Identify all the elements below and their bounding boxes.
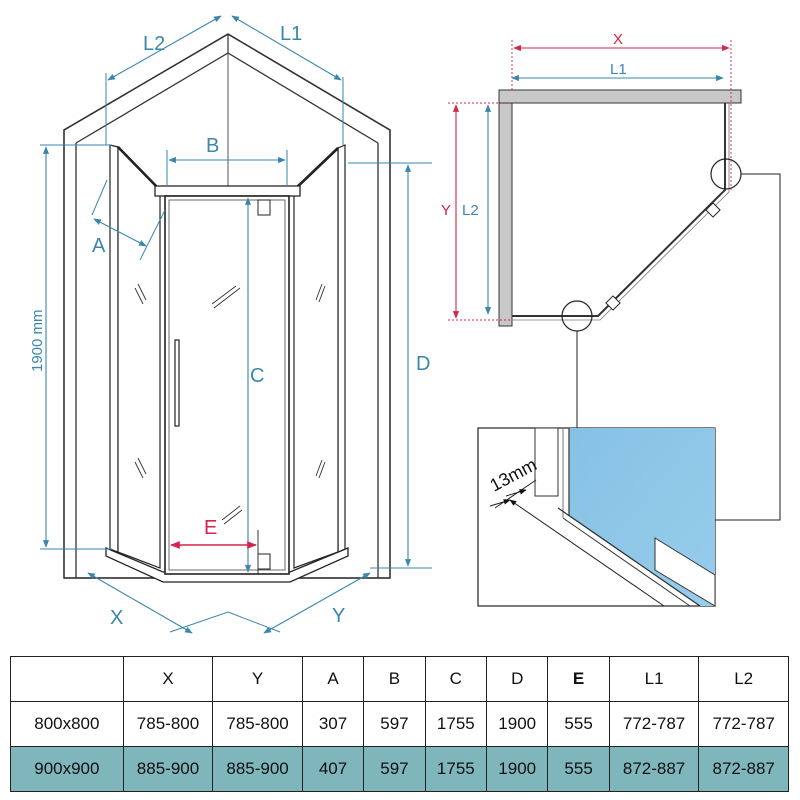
top-wall-vertical (498, 102, 513, 327)
front-label-y: Y (332, 605, 345, 627)
front-label-height: 1900 mm (29, 309, 46, 372)
door-handle (174, 339, 180, 427)
table-cell: 1900 (486, 746, 549, 792)
table-header (10, 656, 124, 702)
table-cell: 597 (363, 701, 426, 747)
table-cell: 597 (363, 746, 426, 792)
shower-enclosure-diagram: L2 L1 A B C D 1900 mm E X (29, 15, 781, 634)
front-view: L2 L1 A B C D 1900 mm E X (29, 15, 432, 634)
table-row: 900x900 885-900 885-900 407 597 1755 190… (10, 746, 789, 792)
table-cell: 872-887 (608, 746, 700, 792)
top-label-l2: L2 (462, 202, 479, 219)
top-label-x: X (613, 31, 623, 48)
top-label-y: Y (441, 202, 451, 219)
table-header: C (424, 656, 488, 702)
table-header-row: X Y A B C D E L1 L2 (10, 656, 789, 702)
front-label-e: E (204, 517, 217, 539)
top-enclosure-outline (512, 103, 726, 317)
top-label-l1: L1 (610, 61, 627, 78)
table-cell: 1900 (486, 701, 549, 747)
front-label-c: C (250, 365, 264, 387)
table-row: 800x800 785-800 785-800 307 597 1755 190… (10, 701, 789, 747)
table-header: Y (212, 656, 303, 702)
table-cell: 772-787 (608, 701, 700, 747)
right-side-panel (337, 144, 346, 553)
front-label-a: A (92, 235, 106, 257)
table-header: A (301, 656, 365, 702)
table-cell: 885-900 (212, 746, 303, 792)
top-rail (154, 185, 301, 197)
table-header: L2 (698, 656, 789, 702)
table-header: E (547, 656, 610, 702)
front-label-x: X (110, 607, 123, 629)
front-label-l2: L2 (143, 33, 165, 55)
table-cell: 555 (547, 701, 610, 747)
detail-view: 13mm (477, 427, 716, 607)
table-cell: 785-800 (122, 701, 214, 747)
front-label-l1: L1 (280, 23, 302, 45)
left-side-panel (109, 144, 119, 553)
door-panel (164, 195, 290, 575)
table-cell: 407 (301, 746, 365, 792)
table-header: X (122, 656, 214, 702)
table-header: B (363, 656, 426, 702)
front-label-b: B (206, 135, 219, 157)
top-view: X L1 Y L2 (441, 31, 781, 521)
table-header: D (486, 656, 549, 702)
table-cell: 772-787 (698, 701, 789, 747)
top-wall-horizontal (498, 89, 742, 104)
table-cell: 900x900 (10, 746, 124, 792)
front-label-d: D (416, 353, 430, 375)
table-cell: 800x800 (10, 701, 124, 747)
dimension-table: X Y A B C D E L1 L2 800x800 785-800 785-… (10, 656, 789, 792)
table-cell: 1755 (424, 746, 488, 792)
table-cell: 555 (547, 746, 610, 792)
table-cell: 1755 (424, 701, 488, 747)
table-cell: 872-887 (698, 746, 789, 792)
table-cell: 785-800 (212, 701, 303, 747)
table-cell: 885-900 (122, 746, 214, 792)
table-cell: 307 (301, 701, 365, 747)
wall-inner-outline (75, 52, 379, 144)
table-header: L1 (608, 656, 700, 702)
